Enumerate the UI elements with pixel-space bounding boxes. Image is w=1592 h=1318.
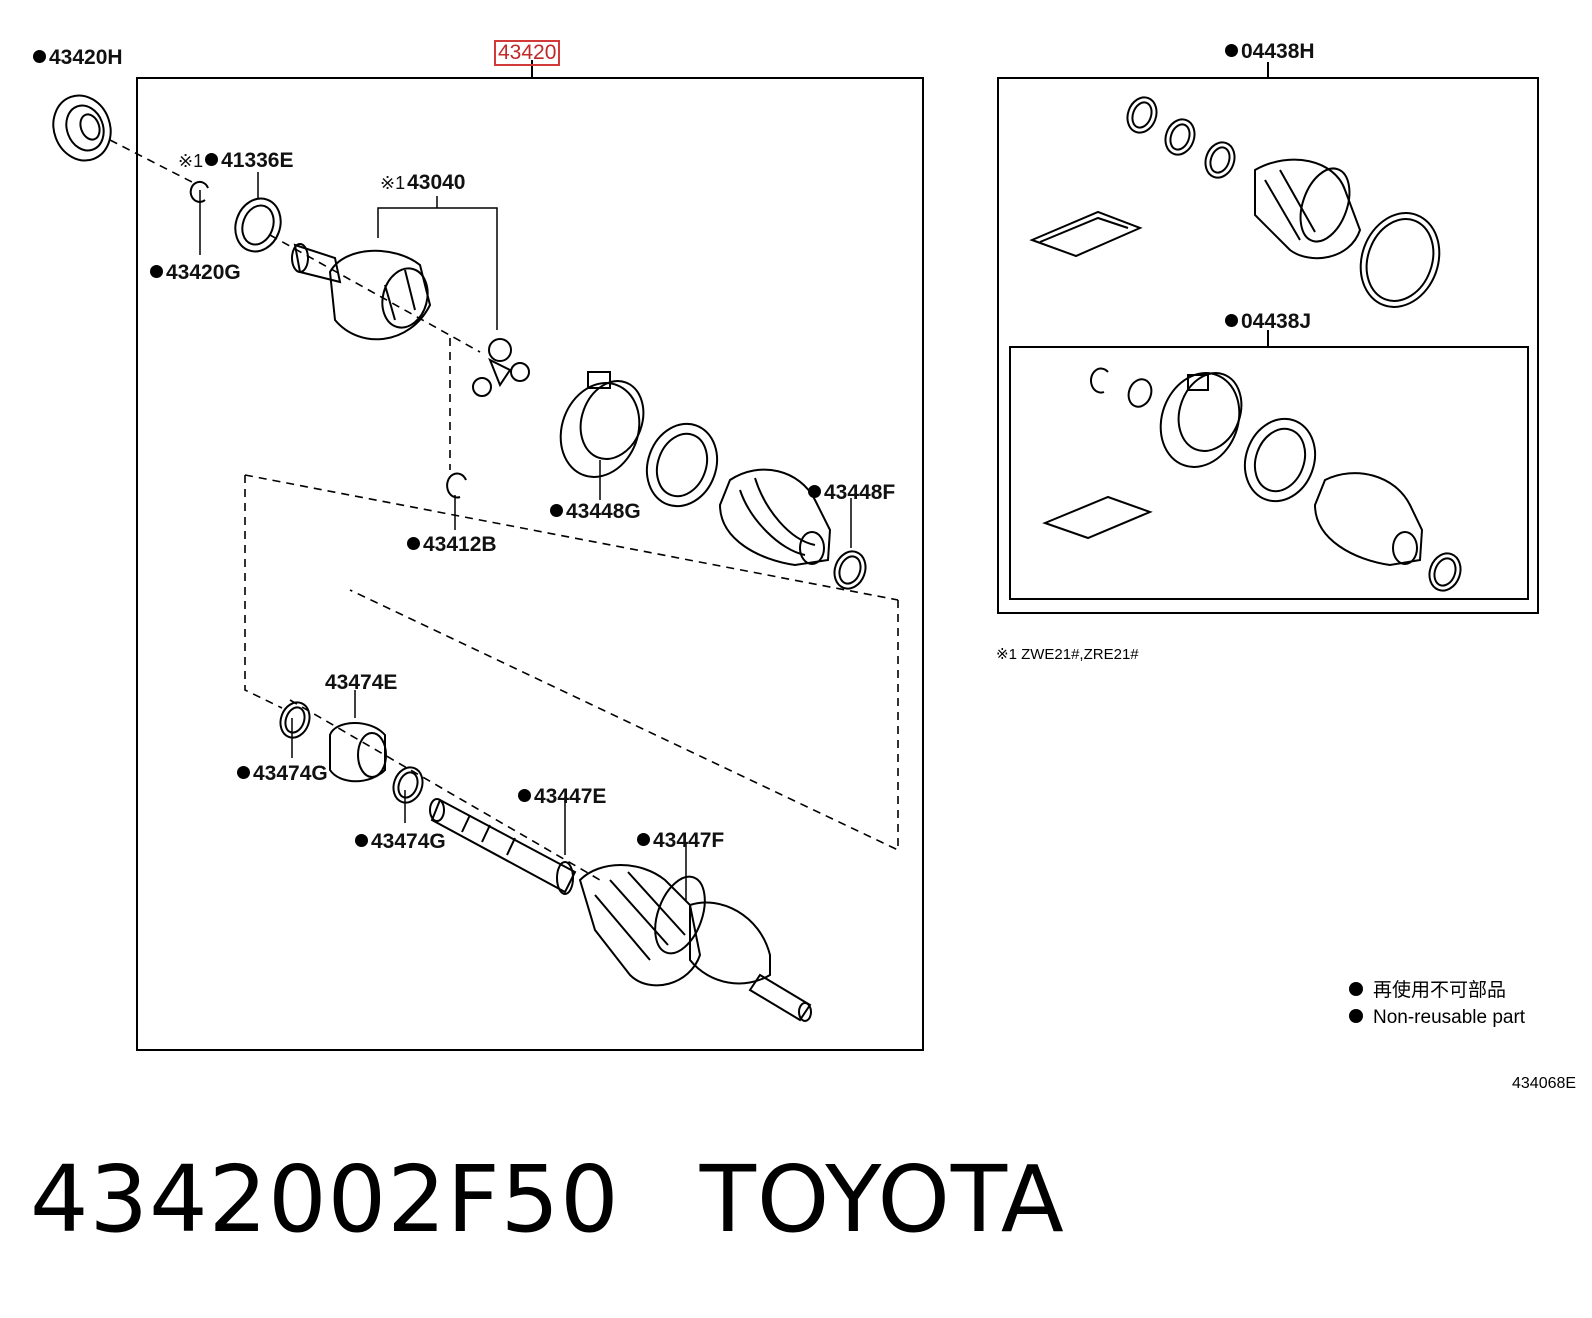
part-code: 43412B — [423, 533, 497, 556]
bullet-icon — [355, 834, 368, 847]
label-41336E[interactable]: ※1 41336E — [178, 149, 294, 173]
part-code: 43448G — [566, 500, 641, 523]
brand-name: TOYOTA — [699, 1146, 1065, 1253]
bullet-icon — [1225, 44, 1238, 57]
label-43040[interactable]: ※143040 — [380, 171, 466, 195]
label-43474G-b[interactable]: 43474G — [355, 830, 446, 854]
part-code: 43448F — [824, 481, 896, 504]
label-43420H[interactable]: 43420H — [33, 46, 123, 70]
bullet-icon — [1349, 982, 1363, 996]
part-code: 43474G — [371, 830, 446, 853]
bullet-icon — [1225, 314, 1238, 327]
bullet-icon — [808, 485, 821, 498]
bullet-icon — [205, 153, 219, 166]
legend: 再使用不可部品 Non-reusable part — [1349, 977, 1525, 1031]
legend-row-jp: 再使用不可部品 — [1349, 977, 1525, 1004]
part-code: 43474E — [325, 671, 398, 694]
label-04438H[interactable]: 04438H — [1225, 40, 1315, 64]
footnote: ※1 ZWE21#,ZRE21# — [996, 646, 1139, 663]
bullet-icon — [550, 504, 563, 517]
label-43412B[interactable]: 43412B — [407, 533, 497, 557]
bullet-icon — [33, 50, 46, 63]
bullet-icon — [150, 265, 163, 278]
part-code: 43420H — [49, 46, 123, 69]
label-43447F[interactable]: 43447F — [637, 829, 724, 853]
figure-code: 434068E — [1512, 1075, 1577, 1092]
footnote-mark: ※1 — [178, 151, 204, 171]
bullet-icon — [518, 789, 531, 802]
assembly-reference[interactable]: 43420 — [494, 40, 561, 66]
label-04438J[interactable]: 04438J — [1225, 310, 1311, 334]
bullet-icon — [637, 833, 650, 846]
part-code: 43040 — [407, 171, 466, 194]
assembly-frame — [136, 77, 924, 1051]
part-code: 43447E — [534, 785, 607, 808]
part-code: 43447F — [653, 829, 725, 852]
bullet-icon — [1349, 1009, 1363, 1023]
part-code: 43420G — [166, 261, 241, 284]
part-number: 4342002F50 — [30, 1146, 620, 1253]
part-code: 04438H — [1241, 40, 1315, 63]
label-43474E[interactable]: 43474E — [325, 671, 397, 695]
legend-row-en: Non-reusable part — [1349, 1004, 1525, 1031]
legend-text-en: Non-reusable part — [1373, 1007, 1526, 1028]
boot-kit-frame-inner — [1009, 346, 1529, 600]
footnote-mark: ※1 — [380, 173, 406, 193]
part-code: 43474G — [253, 762, 328, 785]
label-43420G[interactable]: 43420G — [150, 261, 241, 285]
bullet-icon — [237, 766, 250, 779]
bullet-icon — [407, 537, 420, 550]
label-43447E[interactable]: 43447E — [518, 785, 606, 809]
part-code: 04438J — [1241, 310, 1312, 333]
part-code: 41336E — [221, 149, 294, 172]
legend-text-jp: 再使用不可部品 — [1373, 980, 1507, 1001]
label-43448G[interactable]: 43448G — [550, 500, 641, 524]
label-43448F[interactable]: 43448F — [808, 481, 895, 505]
label-43474G-a[interactable]: 43474G — [237, 762, 328, 786]
